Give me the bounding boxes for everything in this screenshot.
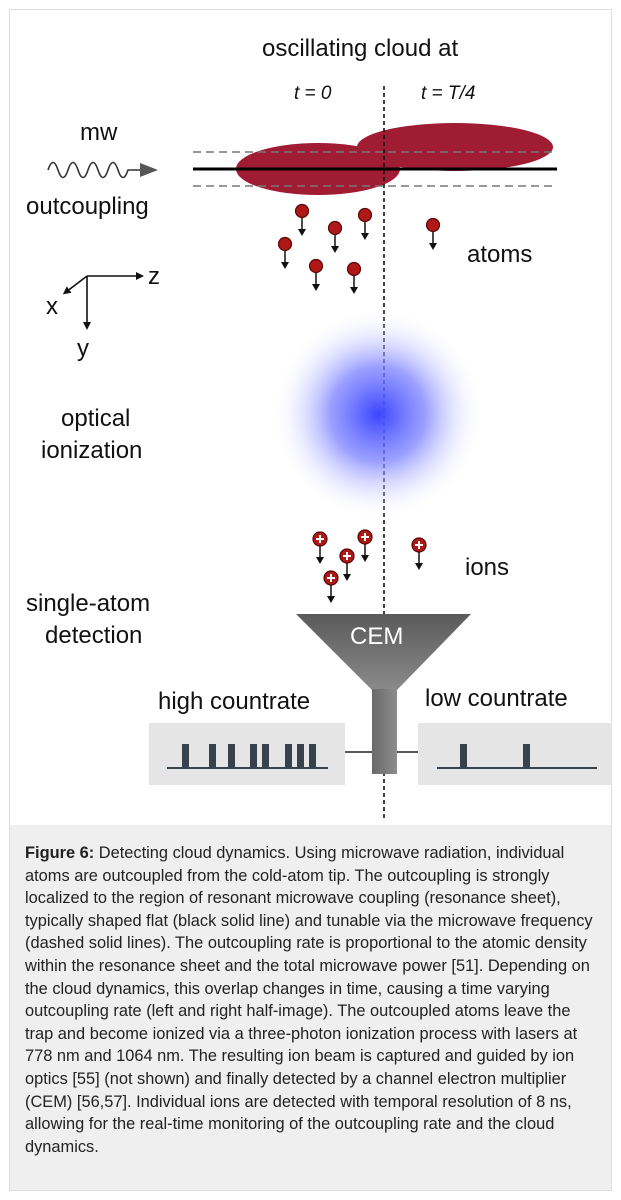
ion xyxy=(323,570,339,603)
atoms-label: atoms xyxy=(467,241,533,268)
count-pulse xyxy=(523,744,530,768)
atom xyxy=(294,203,310,236)
cem-funnel xyxy=(296,614,471,690)
count-pulse xyxy=(309,744,316,768)
count-pulse xyxy=(228,744,235,768)
figure-caption: Figure 6: Detecting cloud dynamics. Usin… xyxy=(10,825,611,1190)
ion xyxy=(312,531,328,564)
caption-text: Detecting cloud dynamics. Using microwav… xyxy=(25,844,593,1156)
count-pulse xyxy=(460,744,467,768)
atom xyxy=(277,236,293,269)
diagram-graphic xyxy=(47,86,612,818)
axes-icon xyxy=(62,272,144,330)
optical-label: optical xyxy=(61,405,131,432)
high-countrate-label: high countrate xyxy=(158,688,311,715)
count-pulse xyxy=(209,744,216,768)
ion xyxy=(339,548,355,581)
cem-label: CEM xyxy=(350,623,404,650)
ionization-cloud xyxy=(272,308,484,520)
low-countrate-label: low countrate xyxy=(425,685,568,712)
ions-group xyxy=(312,529,427,603)
atoms-group xyxy=(277,203,441,294)
ionization-label: ionization xyxy=(41,437,143,464)
axis-y-label: y xyxy=(77,335,89,362)
single-atom-label: single-atom xyxy=(26,590,151,617)
microwave-arrowhead-icon xyxy=(140,163,158,177)
atom xyxy=(327,220,343,253)
count-pulse xyxy=(297,744,304,768)
detection-label: detection xyxy=(45,622,143,649)
cloud-right-shape xyxy=(357,123,553,171)
time-right-label: t = T/4 xyxy=(421,83,476,104)
count-pulse xyxy=(262,744,269,768)
atom xyxy=(425,217,441,250)
caption-label: Figure 6: xyxy=(25,844,95,862)
ion xyxy=(411,537,427,570)
count-pulse xyxy=(182,744,189,768)
microwave-wave-icon xyxy=(47,161,140,179)
count-pulse xyxy=(285,744,292,768)
low-countrate-trace-box xyxy=(418,723,612,785)
high-countrate-trace xyxy=(167,744,328,769)
axis-x-label: x xyxy=(46,293,58,320)
atom xyxy=(346,261,362,294)
ion xyxy=(357,529,373,562)
diagram-title: oscillating cloud at xyxy=(262,35,459,62)
count-pulse xyxy=(250,744,257,768)
outcoupling-label: outcoupling xyxy=(26,193,149,220)
cem-tube xyxy=(372,689,397,774)
time-left-label: t = 0 xyxy=(294,83,332,104)
low-countrate-trace xyxy=(437,744,597,769)
axis-z-label: z xyxy=(148,263,160,290)
mw-label: mw xyxy=(80,119,118,146)
ions-label: ions xyxy=(465,554,510,581)
atom xyxy=(357,207,373,240)
atom xyxy=(308,258,324,291)
